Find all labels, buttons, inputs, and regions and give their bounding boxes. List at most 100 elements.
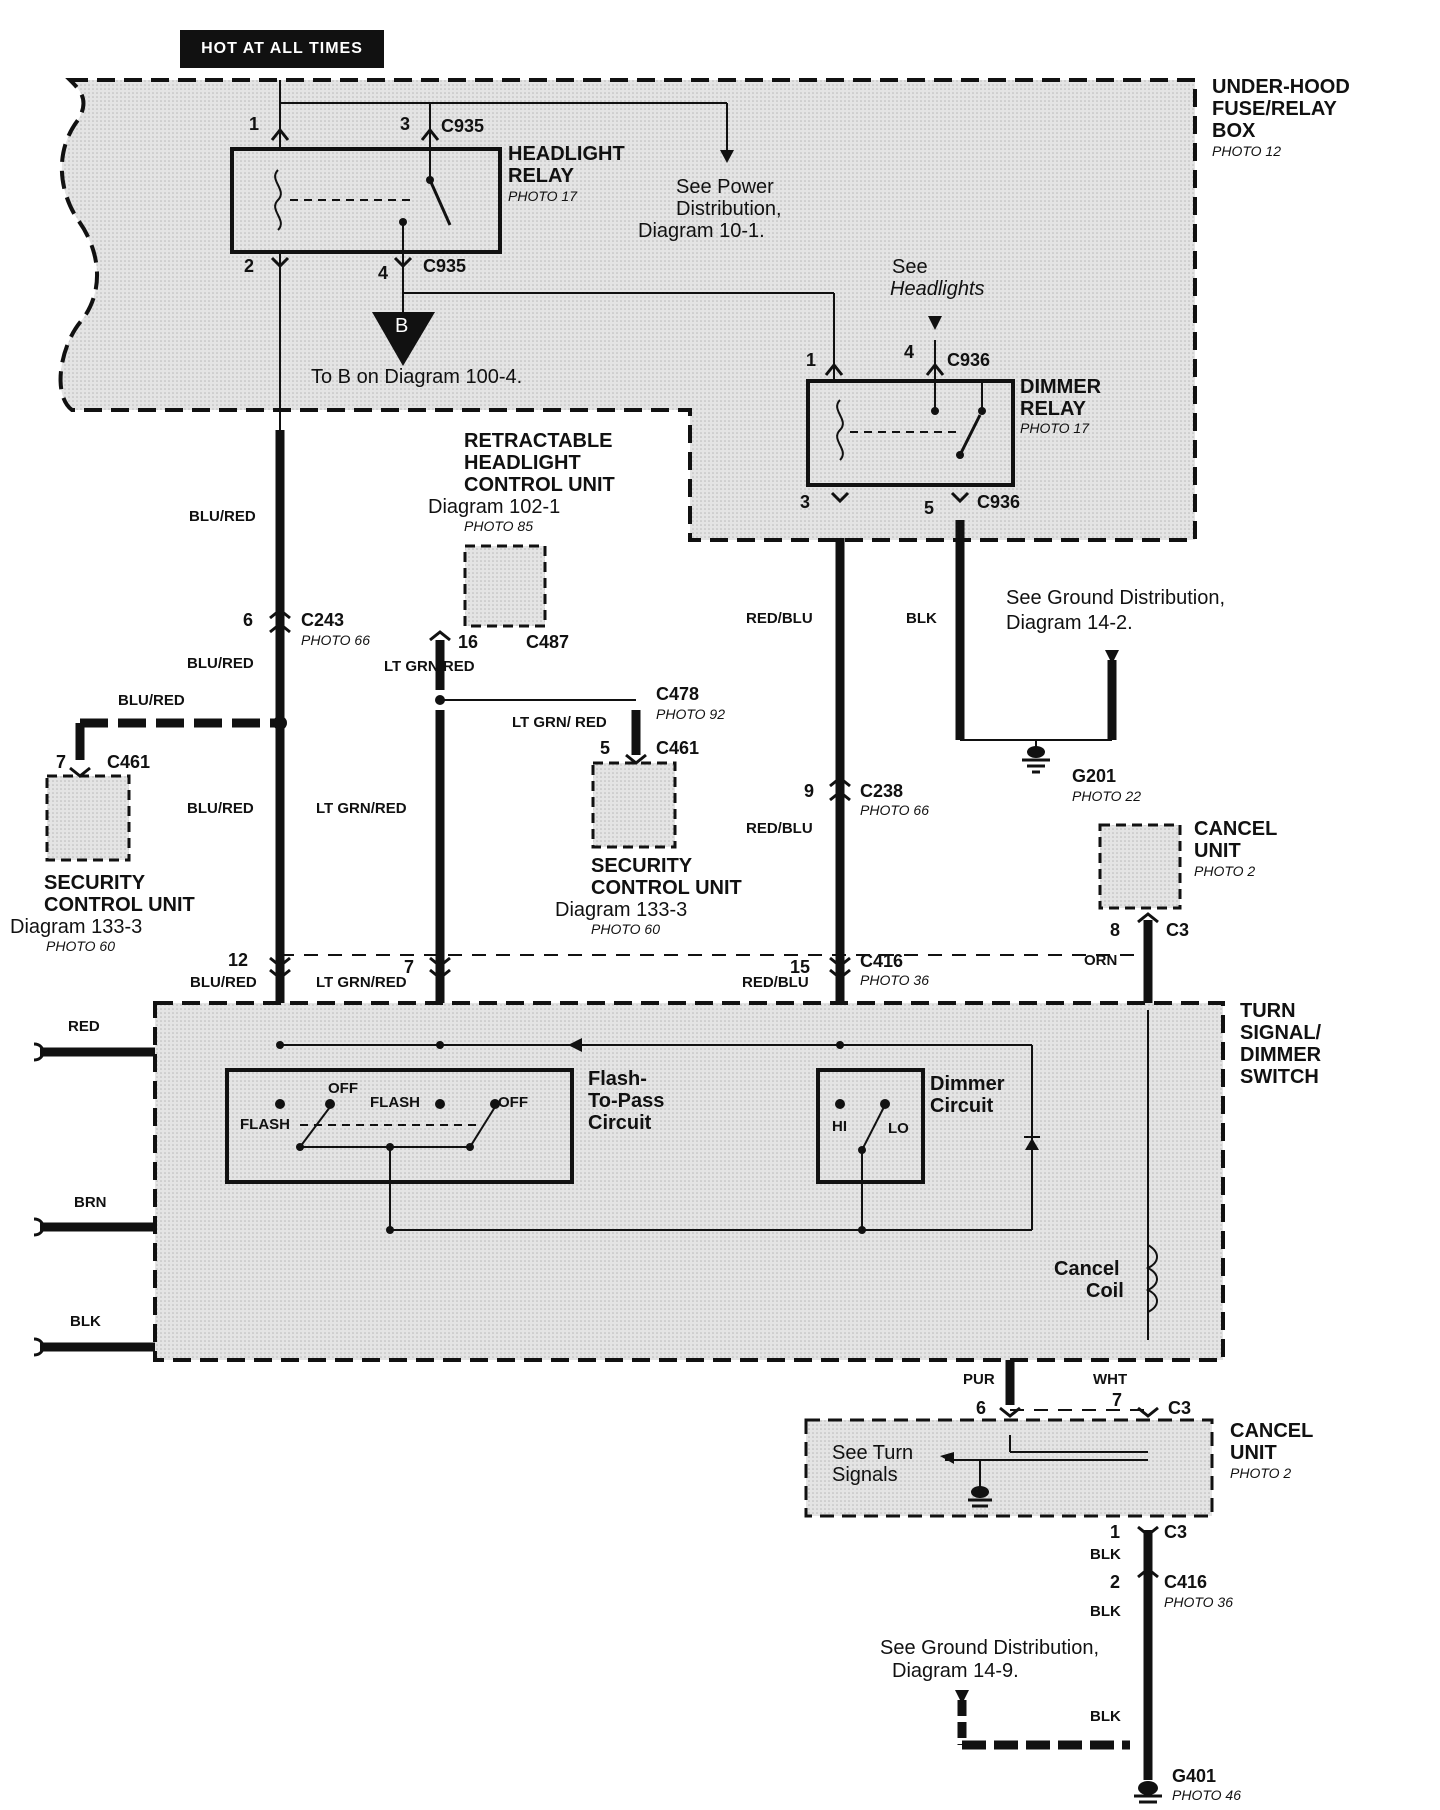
hl-pin2: 2: [244, 256, 255, 276]
flash-circuit-box: [225, 1068, 574, 1184]
wire-blk-3: BLK: [1090, 1546, 1121, 1563]
c461-mid-pin: 5: [600, 738, 611, 758]
hl-conn-top: C935: [441, 116, 485, 136]
security-left-photo: PHOTO 60: [46, 938, 115, 954]
security-mid-label-1: SECURITY: [591, 855, 693, 877]
dimmer-relay-photo: PHOTO 17: [1020, 420, 1089, 436]
wire-lt-grn-red-2: LT GRN/ RED: [512, 714, 607, 731]
c3-pin7: 7: [1112, 1390, 1123, 1410]
ground-ref-1-line2: Diagram 14-2.: [1006, 612, 1133, 634]
dr-pin4: 4: [904, 342, 915, 362]
hl-conn-bottom: C935: [423, 256, 467, 276]
turn-switch-label-4: SWITCH: [1240, 1066, 1319, 1088]
c416-pin15: 15: [790, 957, 811, 977]
c461-left-pin: 7: [56, 752, 67, 772]
c3-bot-pin: 1: [1110, 1522, 1121, 1542]
fuse-box-photo: PHOTO 12: [1212, 143, 1281, 159]
c3-top-pin: 8: [1110, 920, 1121, 940]
c3-pin6: 6: [976, 1398, 987, 1418]
retract-label-3: CONTROL UNIT: [464, 474, 615, 496]
wire-red: RED: [68, 1018, 100, 1035]
c416-pin12: 12: [228, 950, 249, 970]
b-ref-text: To B on Diagram 100-4.: [311, 366, 523, 388]
wire-wht: WHT: [1093, 1371, 1128, 1388]
retract-photo: PHOTO 85: [464, 518, 533, 534]
hl-pin4: 4: [378, 263, 389, 283]
security-mid-diagram: Diagram 133-3: [555, 899, 688, 921]
wire-lt-grn-red-3: LT GRN/RED: [316, 800, 407, 817]
c238-pin: 9: [804, 781, 815, 801]
security-left-diagram: Diagram 133-3: [10, 916, 143, 938]
flash-flash-1: FLASH: [240, 1116, 290, 1133]
dr-pin1: 1: [806, 350, 817, 370]
dimmer-circuit-label-1: Dimmer: [930, 1073, 1005, 1095]
flash-circuit-label-1: Flash-: [588, 1068, 647, 1090]
cancel-unit-top-box: [1098, 823, 1182, 910]
b-triangle: [372, 312, 435, 366]
cancel-unit-bot-photo: PHOTO 2: [1230, 1465, 1292, 1481]
security-left-label-1: SECURITY: [44, 872, 146, 894]
dimmer-relay-label-1: DIMMER: [1020, 376, 1102, 398]
c416b-pin: 2: [1110, 1572, 1121, 1592]
wire-blk-2: BLK: [70, 1313, 101, 1330]
ground-ref-2-line1: See Ground Distribution,: [880, 1637, 1100, 1659]
g401-label: G401: [1172, 1766, 1217, 1786]
power-ref-2: Distribution,: [676, 198, 782, 220]
cancel-unit-top-label-2: UNIT: [1194, 840, 1241, 862]
wire-blu-red-4: BLU/RED: [187, 800, 254, 817]
c416b-photo: PHOTO 36: [1164, 1594, 1233, 1610]
c243-pin: 6: [243, 610, 254, 630]
hot-at-all-times-label: HOT AT ALL TIMES: [180, 30, 384, 68]
turn-switch-label-2: SIGNAL/: [1240, 1022, 1322, 1044]
headlight-relay-label-2: RELAY: [508, 165, 574, 187]
dimmer-relay-label-2: RELAY: [1020, 398, 1086, 420]
headlights-ref-1: See: [892, 256, 928, 278]
g201-label: G201: [1072, 766, 1117, 786]
c3-mid-label: C3: [1168, 1398, 1192, 1418]
turn-ref-1: See Turn: [832, 1442, 914, 1464]
wire-brn: BRN: [74, 1194, 107, 1211]
dimmer-hi: HI: [832, 1118, 847, 1135]
c478-photo: PHOTO 92: [656, 706, 725, 722]
cancel-coil-label-1: Cancel: [1054, 1258, 1120, 1280]
dr-conn-top: C936: [947, 350, 991, 370]
headlights-ref-2: Headlights: [890, 278, 985, 300]
wire-blu-red-2: BLU/RED: [187, 655, 254, 672]
g201-photo: PHOTO 22: [1072, 788, 1141, 804]
wire-blu-red-1: BLU/RED: [189, 508, 256, 525]
ground-ref-1-line1: See Ground Distribution,: [1006, 587, 1226, 609]
wire-lt-grn-red-1: LT GRN/RED: [384, 658, 475, 675]
power-ref-1: See Power: [676, 176, 774, 198]
hl-pin1: 1: [249, 114, 260, 134]
c416-photo: PHOTO 36: [860, 972, 929, 988]
turn-ref-2: Signals: [832, 1464, 898, 1486]
dr-conn-bottom: C936: [977, 492, 1021, 512]
c461-left-label: C461: [107, 752, 151, 772]
c238-photo: PHOTO 66: [860, 802, 929, 818]
wire-blk-1: BLK: [906, 610, 937, 627]
dimmer-lo: LO: [888, 1120, 909, 1137]
c416b-label: C416: [1164, 1572, 1208, 1592]
wire-lt-grn-red-4: LT GRN/RED: [316, 974, 407, 991]
c3-bot-label: C3: [1164, 1522, 1188, 1542]
fuse-box-label-1: UNDER-HOOD: [1212, 76, 1350, 98]
dimmer-circuit-label-2: Circuit: [930, 1095, 994, 1117]
power-ref-3: Diagram 10-1.: [638, 220, 765, 242]
security-left-label-2: CONTROL UNIT: [44, 894, 195, 916]
dimmer-circuit-box: [816, 1068, 925, 1184]
c3-top-label: C3: [1166, 920, 1190, 940]
headlight-relay-photo: PHOTO 17: [508, 188, 577, 204]
c416-pin7: 7: [404, 957, 415, 977]
hl-pin3: 3: [400, 114, 411, 134]
dr-pin3: 3: [800, 492, 811, 512]
cancel-unit-bot-label-1: CANCEL: [1230, 1420, 1314, 1442]
b-letter: B: [395, 315, 409, 337]
security-mid-box: [591, 761, 677, 849]
g401-photo: PHOTO 46: [1172, 1787, 1241, 1803]
c478-label: C478: [656, 684, 700, 704]
retract-unit-box: [463, 544, 547, 628]
wire-blu-red-3: BLU/RED: [118, 692, 185, 709]
security-mid-label-2: CONTROL UNIT: [591, 877, 742, 899]
